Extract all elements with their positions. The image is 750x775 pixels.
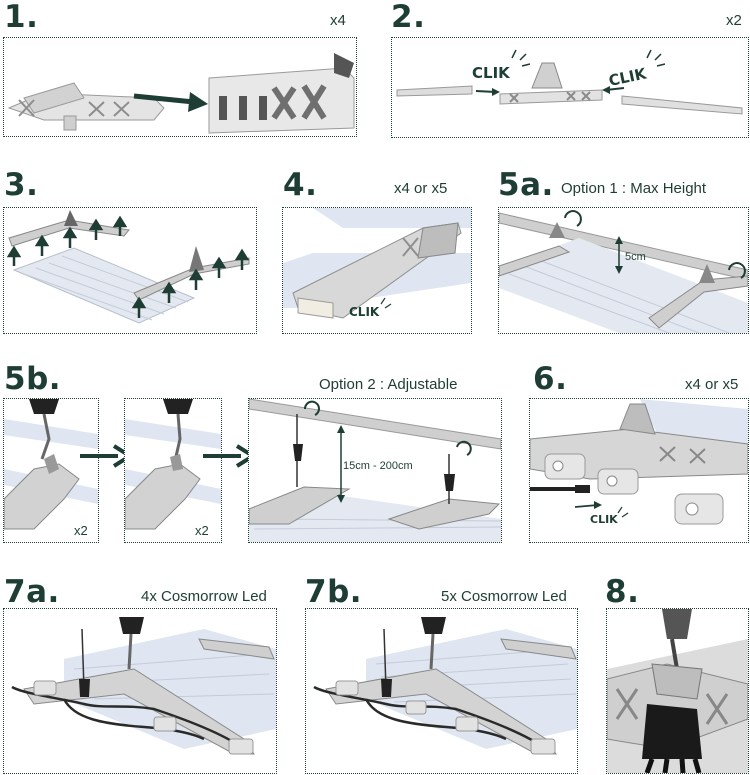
step-7a-illustration [11, 617, 276, 755]
step-6-panel: CLIK [529, 398, 749, 543]
step-5b-number: 5b. [4, 361, 62, 397]
step-4-clik: CLIK [349, 305, 380, 319]
step-5a-caption: Option 1 : Max Height [561, 180, 707, 197]
step-7b-caption: 5x Cosmorrow Led [441, 588, 567, 605]
step-5b-count-2: x2 [195, 523, 209, 538]
step-5a-dimension: 5cm [625, 251, 646, 263]
step-1-panel [3, 37, 357, 137]
step-2-panel: CLIK CLIK [391, 37, 749, 138]
step-7a-number: 7a. [4, 574, 60, 610]
step-5b-panel-1: x2 [3, 398, 99, 543]
step-4-illustration: CLIK [283, 208, 471, 319]
step-3-number: 3. [4, 167, 39, 203]
step-1-number: 1. [4, 0, 39, 35]
step-5b-dimension: 15cm - 200cm [343, 460, 413, 472]
step-5b-count-1: x2 [74, 523, 88, 538]
step-5a-panel: 5cm [498, 207, 749, 334]
step-5a-number: 5a. [498, 167, 554, 203]
step-7a-caption: 4x Cosmorrow Led [141, 588, 267, 605]
step-2-count: x2 [726, 12, 742, 29]
step-5b-panel-3: 15cm - 200cm [248, 398, 502, 543]
step-4-panel: CLIK [282, 207, 472, 334]
step-6-number: 6. [533, 361, 568, 397]
step-5b-caption: Option 2 : Adjustable [319, 376, 458, 393]
step-8-panel [606, 608, 749, 774]
step-6-count: x4 or x5 [685, 376, 739, 393]
step-5b-adjustable-illustration: 15cm - 200cm [249, 399, 501, 542]
step-1-illustration [7, 53, 355, 134]
step-2-clik-right: CLIK [607, 64, 649, 90]
step-3-panel [3, 207, 257, 334]
step-2-illustration: CLIK CLIK [396, 49, 743, 115]
step-5a-illustration: 5cm [499, 210, 748, 333]
step-3-illustration [6, 210, 250, 324]
step-8-illustration [607, 609, 748, 773]
step-1-count: x4 [330, 12, 346, 29]
step-2-clik-left: CLIK [472, 64, 511, 82]
step-4-number: 4. [283, 167, 318, 203]
step-5b-hanger-illustration-2: x2 [125, 399, 221, 538]
step-7b-illustration [313, 617, 577, 755]
step-7a-panel [3, 608, 277, 774]
step-8-number: 8. [605, 574, 640, 610]
step-5b-hanger-illustration-1: x2 [4, 399, 98, 538]
step-6-clik: CLIK [590, 513, 618, 526]
step-6-illustration: CLIK [530, 399, 748, 526]
step-4-count: x4 or x5 [394, 180, 448, 197]
step-7b-number: 7b. [305, 574, 363, 610]
step-5b-panel-2: x2 [124, 398, 222, 543]
step-7b-panel [305, 608, 578, 774]
step-2-number: 2. [391, 0, 426, 35]
